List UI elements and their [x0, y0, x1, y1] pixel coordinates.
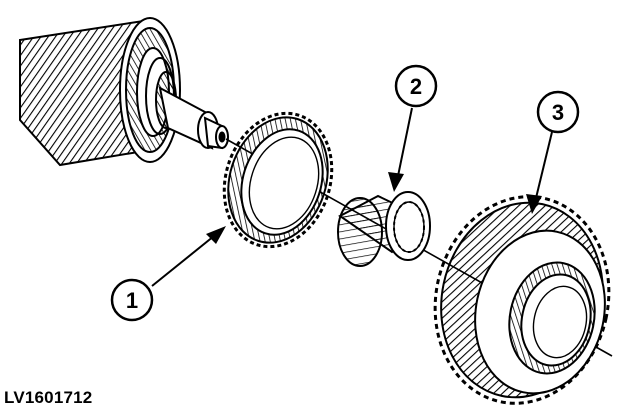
needle-bearing: [337, 191, 431, 267]
helical-gear: [433, 195, 611, 405]
callout-2-number: 2: [410, 74, 422, 99]
figure-caption-code: LV1601712: [4, 388, 93, 407]
callout-3-circle: [536, 90, 580, 134]
callout-3-arrowhead: [526, 194, 542, 214]
callout-1-leader: [151, 235, 215, 287]
gear-shaft-assembly: [19, 17, 229, 167]
synchronizer-ring: [222, 111, 334, 249]
callout-3-number: 3: [552, 100, 564, 125]
callout-1-number: 1: [126, 288, 138, 313]
callout-3: 3: [526, 90, 580, 214]
callout-1-circle: [110, 278, 154, 322]
callout-2-leader: [397, 107, 413, 177]
callout-2: 2: [388, 64, 438, 192]
callout-1: 1: [110, 226, 226, 322]
callout-3-leader: [535, 131, 553, 199]
callout-2-arrowhead: [388, 172, 404, 192]
callout-1-arrowhead: [206, 226, 226, 244]
callout-2-circle: [394, 64, 438, 108]
